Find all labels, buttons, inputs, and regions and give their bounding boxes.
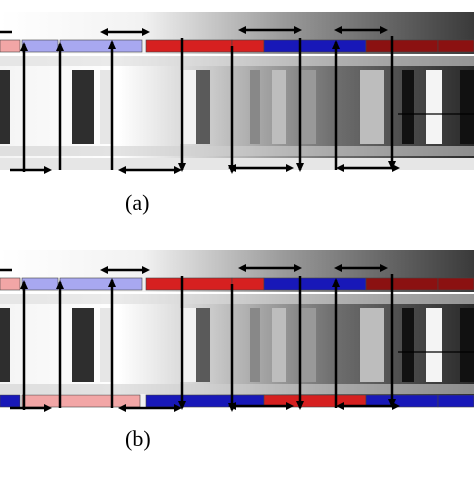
arrow-head-left bbox=[118, 404, 126, 412]
magnet-segment bbox=[59, 39, 143, 53]
arrow-head-left bbox=[100, 266, 108, 274]
column bbox=[426, 70, 442, 144]
column bbox=[72, 70, 94, 144]
arrow-head-right bbox=[174, 404, 182, 412]
arrow-head-left bbox=[336, 402, 344, 410]
arrow-head-up bbox=[20, 42, 28, 51]
magnet-segment bbox=[21, 39, 59, 53]
arrow-head-up bbox=[108, 40, 116, 49]
magnet-segment bbox=[231, 39, 265, 53]
arrow-head-down bbox=[178, 163, 186, 172]
column bbox=[250, 70, 260, 144]
magnet-segment bbox=[365, 277, 439, 291]
panel-label-a: (a) bbox=[125, 190, 150, 215]
lower-rail bbox=[0, 384, 474, 394]
arrow-head-left bbox=[336, 164, 344, 172]
column bbox=[100, 70, 112, 144]
magnet-segment bbox=[59, 277, 143, 291]
arrow-head-right bbox=[286, 164, 294, 172]
magnet-segment bbox=[263, 39, 301, 53]
magnet-segment bbox=[231, 277, 265, 291]
arrow-head-right bbox=[294, 26, 302, 34]
column bbox=[250, 308, 260, 382]
column bbox=[100, 308, 112, 382]
arrow-head-left bbox=[118, 166, 126, 174]
arrow-head-down bbox=[388, 161, 396, 170]
arrow-head-left bbox=[100, 28, 108, 36]
arrow-head-right bbox=[286, 402, 294, 410]
arrow-head-up bbox=[56, 280, 64, 289]
magnet-segment bbox=[437, 394, 474, 408]
arrow-head-down bbox=[178, 401, 186, 410]
arrow-head-left bbox=[334, 264, 342, 272]
magnet-segment bbox=[437, 39, 474, 53]
column bbox=[360, 308, 384, 382]
arrow-head-right bbox=[392, 402, 400, 410]
arrow-head-right bbox=[380, 264, 388, 272]
arrow-head-left bbox=[238, 26, 246, 34]
upper-rail bbox=[0, 294, 474, 304]
arrow-head-up bbox=[20, 280, 28, 289]
arrow-head-right bbox=[174, 166, 182, 174]
arrow-head-right bbox=[44, 404, 52, 412]
column bbox=[300, 70, 316, 144]
column bbox=[360, 70, 384, 144]
panel-b bbox=[0, 250, 474, 412]
arrow-head-up bbox=[56, 42, 64, 51]
column bbox=[196, 308, 210, 382]
magnet-segment bbox=[263, 277, 301, 291]
arrow-head-up bbox=[332, 40, 340, 49]
arrow-head-right bbox=[142, 28, 150, 36]
arrow-head-right bbox=[44, 166, 52, 174]
column bbox=[460, 308, 474, 382]
arrow-head-right bbox=[392, 164, 400, 172]
arrow-head-up bbox=[332, 278, 340, 287]
magnet-segment bbox=[181, 394, 233, 408]
arrow-head-left bbox=[334, 26, 342, 34]
arrow-head-down bbox=[228, 165, 236, 174]
magnet-segment bbox=[299, 39, 367, 53]
arrow-head-down bbox=[296, 401, 304, 410]
magnet-segment bbox=[365, 39, 439, 53]
column bbox=[300, 308, 316, 382]
magnet-segment bbox=[299, 277, 367, 291]
arrow-head-down bbox=[296, 163, 304, 172]
arrow-head-left bbox=[238, 264, 246, 272]
column bbox=[402, 70, 414, 144]
arrow-head-right bbox=[142, 266, 150, 274]
column bbox=[426, 308, 442, 382]
column bbox=[180, 70, 196, 144]
arrow-head-down bbox=[388, 399, 396, 408]
magnet-segment bbox=[145, 394, 183, 408]
magnet-segment bbox=[145, 39, 183, 53]
arrow-head-down bbox=[228, 403, 236, 412]
magnet-segment bbox=[0, 394, 21, 408]
magnet-segment bbox=[437, 277, 474, 291]
magnet-segment bbox=[181, 277, 233, 291]
column bbox=[180, 308, 196, 382]
arrow-head-right bbox=[294, 264, 302, 272]
arrow-head-right bbox=[380, 26, 388, 34]
upper-rail bbox=[0, 56, 474, 66]
column bbox=[0, 308, 10, 382]
column bbox=[196, 70, 210, 144]
column bbox=[272, 308, 286, 382]
magnet-segment bbox=[21, 394, 141, 408]
column bbox=[72, 308, 94, 382]
lower-rail bbox=[0, 146, 474, 156]
arrow-head-up bbox=[108, 278, 116, 287]
magnet-segment bbox=[0, 39, 21, 53]
panel-a bbox=[0, 12, 474, 174]
column bbox=[272, 70, 286, 144]
column bbox=[402, 308, 414, 382]
magnet-segment bbox=[21, 277, 59, 291]
magnet-segment bbox=[181, 39, 233, 53]
magnet-segment bbox=[145, 277, 183, 291]
panel-label-b: (b) bbox=[125, 426, 151, 451]
column bbox=[460, 70, 474, 144]
column bbox=[0, 70, 10, 144]
magnet-segment bbox=[0, 277, 21, 291]
